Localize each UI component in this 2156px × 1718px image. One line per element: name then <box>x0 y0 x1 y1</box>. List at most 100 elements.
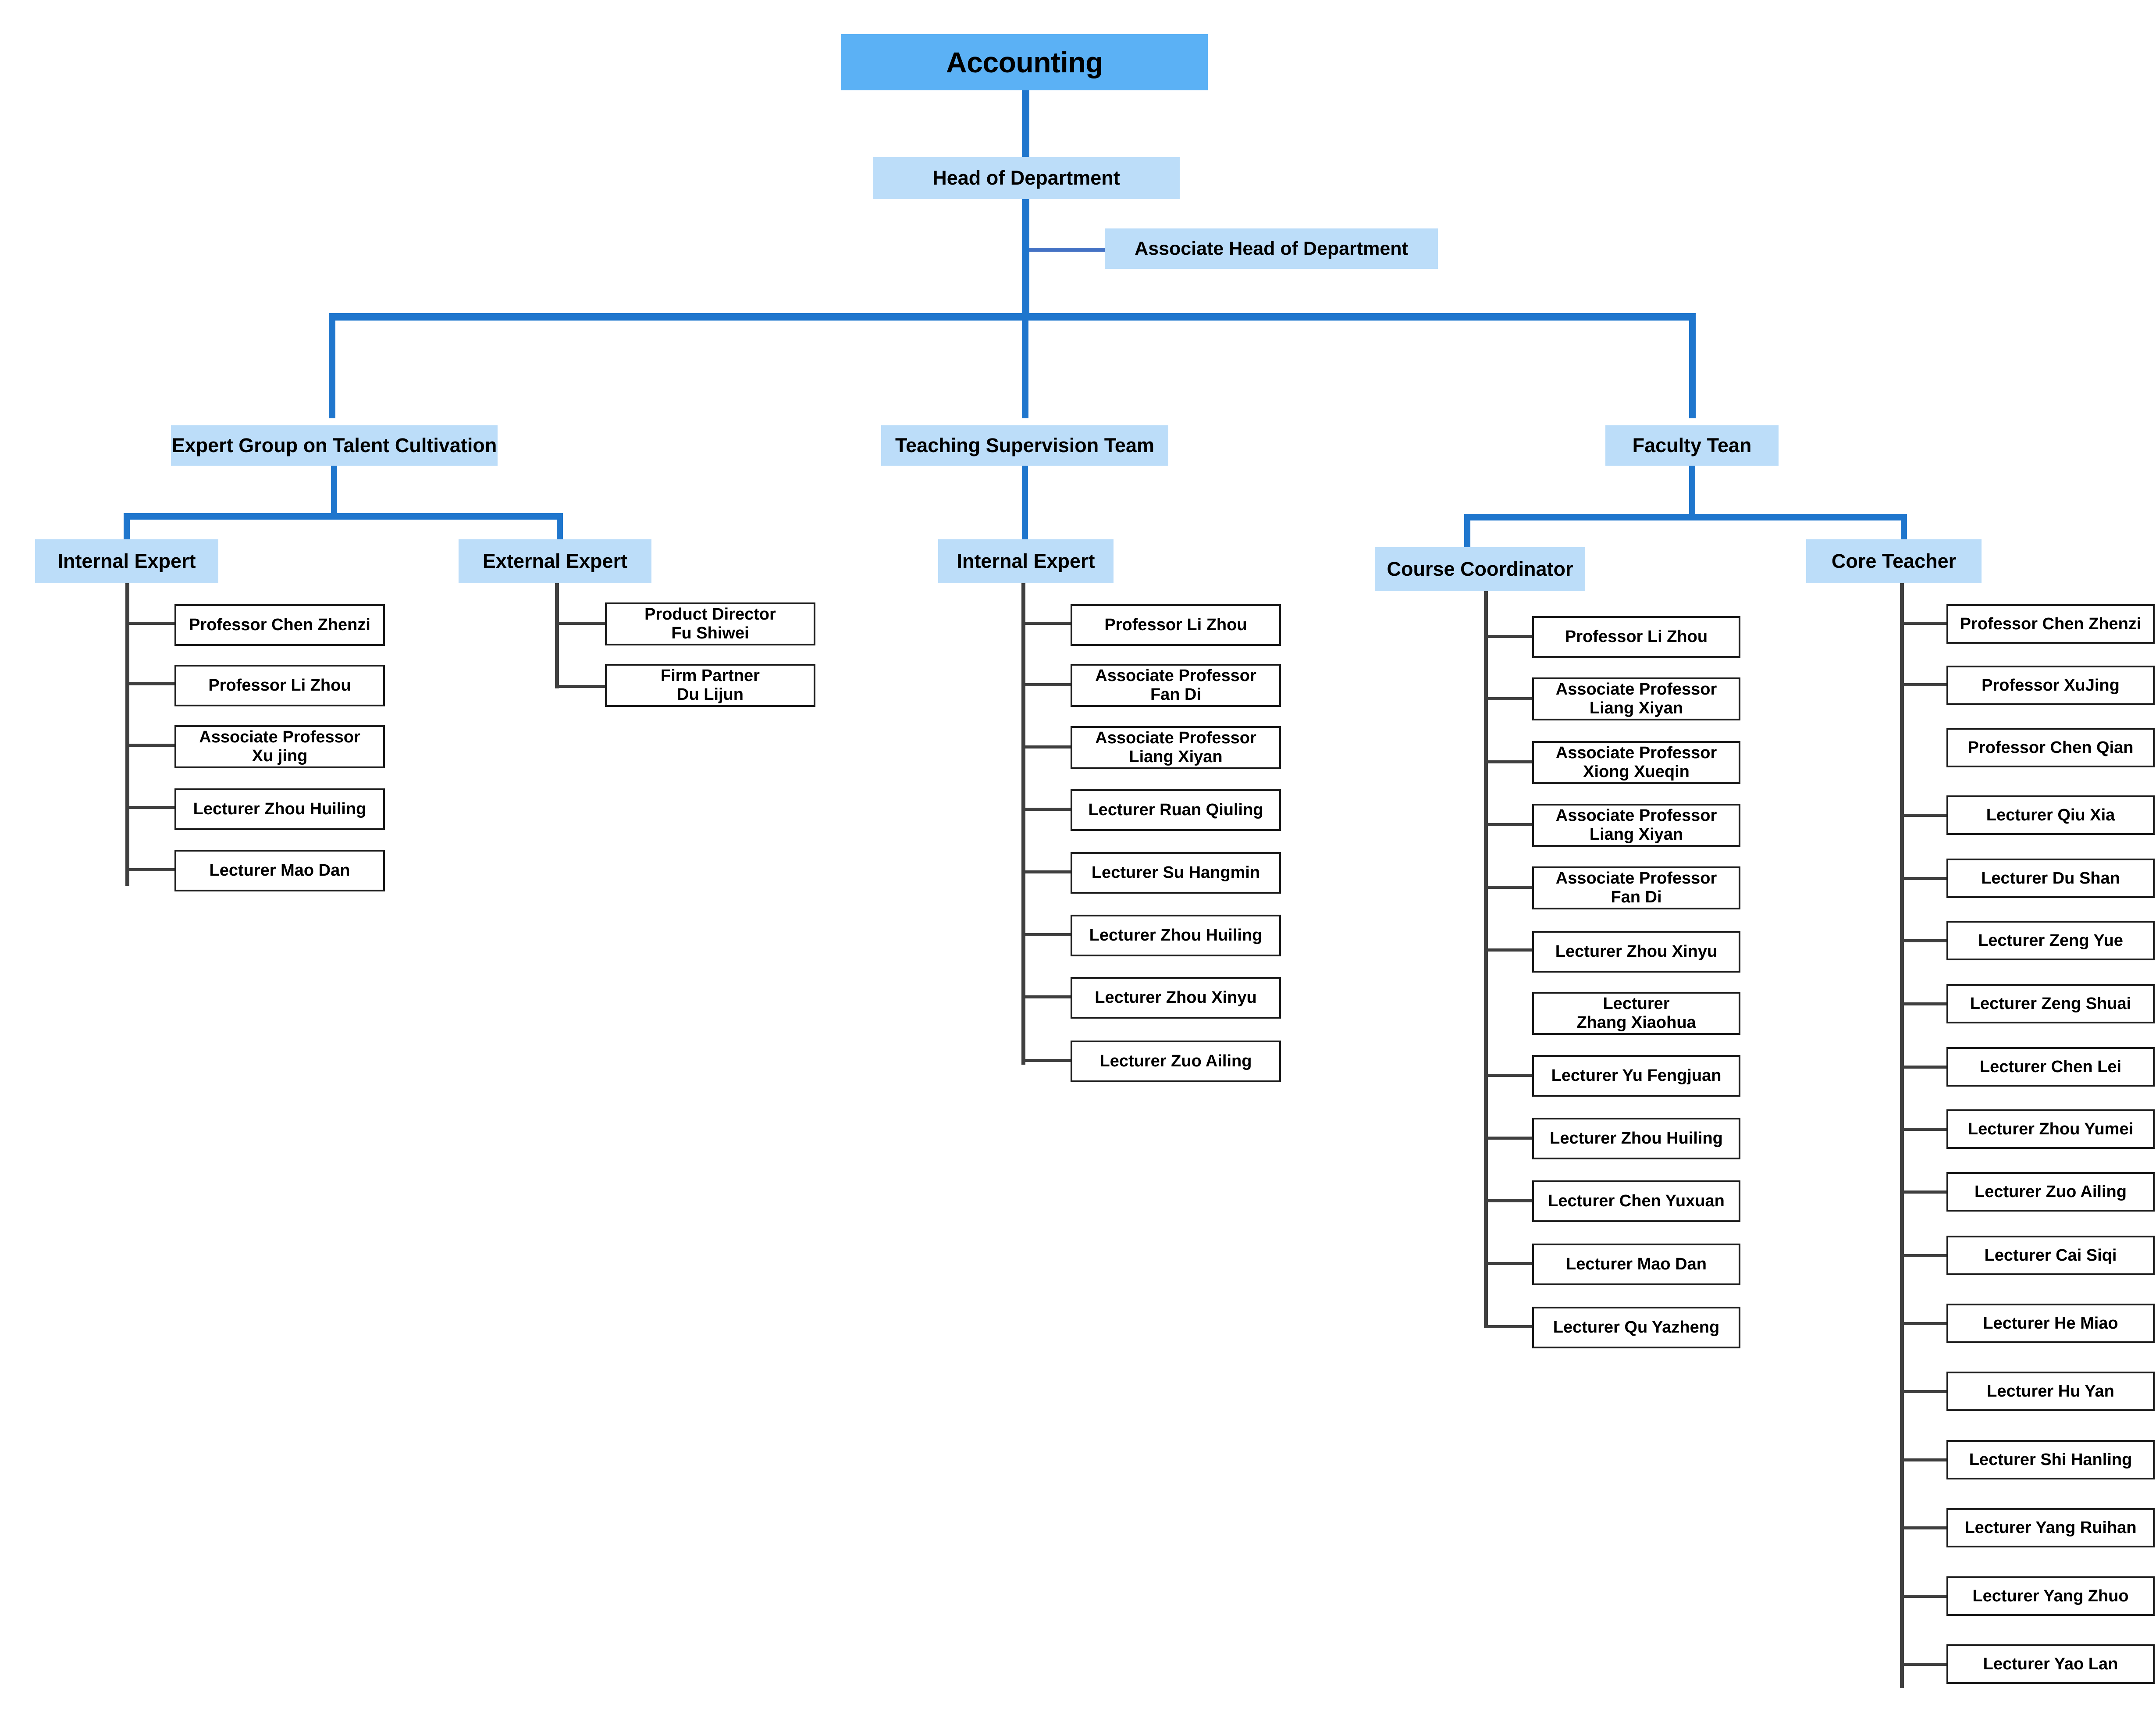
leaf-node[interactable]: Lecturer Shi Hanling <box>1946 1440 2155 1479</box>
node-head-of-department[interactable]: Head of Department <box>873 157 1180 199</box>
leaf-node[interactable]: Lecturer Mao Dan <box>174 850 385 891</box>
connector-leaf-tick <box>1021 622 1074 625</box>
root-node-accounting[interactable]: Accounting <box>841 34 1208 90</box>
connector-leaf-tick <box>1900 1254 1949 1257</box>
leaf-node[interactable]: Professor Li Zhou <box>174 665 385 706</box>
leaf-label: Professor Li Zhou <box>1104 616 1247 634</box>
leaf-node[interactable]: Associate Professor Liang Xiyan <box>1532 677 1740 720</box>
leaf-node[interactable]: Associate Professor Liang Xiyan <box>1071 726 1281 769</box>
connector-leaf-tick <box>555 622 608 625</box>
leaf-node[interactable]: Lecturer Zhou Xinyu <box>1071 977 1281 1019</box>
leaf-label: Lecturer Chen Lei <box>1979 1057 2122 1076</box>
leaf-label-line2: Liang Xiyan <box>1589 825 1683 844</box>
leaf-node[interactable]: Lecturer Qiu Xia <box>1946 795 2155 835</box>
connector-leaf-tick <box>1900 1322 1949 1325</box>
leaf-label: Lecturer Chen Yuxuan <box>1548 1192 1725 1211</box>
connector-drop-teaching-supervision <box>1022 313 1028 418</box>
node-internal-expert-supervision[interactable]: Internal Expert <box>938 539 1114 583</box>
leaf-label: Associate Professor <box>1555 806 1717 825</box>
leaf-node[interactable]: Associate Professor Liang Xiyan <box>1532 804 1740 847</box>
connector-faculty-tean-spine <box>1689 466 1695 517</box>
leaf-node[interactable]: Lecturer Zuo Ailing <box>1946 1172 2155 1212</box>
leaf-node[interactable]: Lecturer Hu Yan <box>1946 1372 2155 1411</box>
leaf-node[interactable]: Lecturer Zhou Huiling <box>174 788 385 830</box>
connector-leaf-tick <box>1021 933 1074 936</box>
connector-core-teacher-rail <box>1900 583 1904 1688</box>
leaf-node[interactable]: Professor Li Zhou <box>1532 616 1740 658</box>
leaf-node[interactable]: Lecturer Zuo Ailing <box>1071 1041 1281 1082</box>
leaf-node[interactable]: Associate Professor Fan Di <box>1071 664 1281 707</box>
leaf-node[interactable]: Associate Professor Xiong Xueqin <box>1532 741 1740 784</box>
leaf-node[interactable]: Associate Professor Fan Di <box>1532 866 1740 909</box>
leaf-node[interactable]: Lecturer Cai Siqi <box>1946 1236 2155 1275</box>
leaf-node[interactable]: Lecturer Yang Ruihan <box>1946 1508 2155 1547</box>
leaf-label: Lecturer Zhou Huiling <box>1089 926 1263 945</box>
connector-leaf-tick <box>1484 760 1536 763</box>
leaf-node[interactable]: Lecturer Zhou Huiling <box>1532 1118 1740 1159</box>
leaf-node[interactable]: Lecturer Zhou Yumei <box>1946 1109 2155 1149</box>
leaf-node[interactable]: Professor XuJing <box>1946 666 2155 705</box>
connector-drop-expert-group <box>329 313 335 418</box>
node-faculty-tean[interactable]: Faculty Tean <box>1605 425 1779 466</box>
leaf-node[interactable]: Professor Chen Qian <box>1946 728 2155 767</box>
leaf-node[interactable]: Lecturer Chen Yuxuan <box>1532 1180 1740 1222</box>
connector-leaf-tick <box>1900 1663 1949 1666</box>
connector-leaf-tick <box>1900 1526 1949 1529</box>
leaf-node[interactable]: Lecturer Zhang Xiaohua <box>1532 992 1740 1035</box>
leaf-node[interactable]: Lecturer He Miao <box>1946 1304 2155 1343</box>
node-external-expert[interactable]: External Expert <box>459 539 651 583</box>
connector-leaf-tick <box>1484 886 1536 889</box>
connector-leaf-tick <box>1021 745 1074 749</box>
leaf-node[interactable]: Lecturer Zeng Shuai <box>1946 984 2155 1023</box>
course-coordinator-label: Course Coordinator <box>1387 558 1573 580</box>
leaf-node[interactable]: Lecturer Mao Dan <box>1532 1244 1740 1285</box>
node-expert-group-on-talent-cultivation[interactable]: Expert Group on Talent Cultivation <box>171 425 498 466</box>
connector-leaf-tick <box>1900 1390 1949 1393</box>
associate-head-of-department-label: Associate Head of Department <box>1135 238 1408 259</box>
leaf-node[interactable]: Professor Chen Zhenzi <box>1946 604 2155 644</box>
connector-internal-expert-supervision-rail <box>1021 583 1025 1065</box>
leaf-label: Lecturer Yang Zhuo <box>1972 1586 2129 1605</box>
leaf-node[interactable]: Lecturer Qu Yazheng <box>1532 1307 1740 1348</box>
connector-root-to-head <box>1022 90 1029 157</box>
leaf-label-line2: Liang Xiyan <box>1129 748 1223 766</box>
leaf-node[interactable]: Professor Chen Zhenzi <box>174 604 385 646</box>
leaf-label: Professor Chen Zhenzi <box>189 616 370 634</box>
leaf-node[interactable]: Associate Professor Xu jing <box>174 725 385 768</box>
connector-leaf-tick <box>1900 814 1949 817</box>
node-teaching-supervision-team[interactable]: Teaching Supervision Team <box>881 425 1168 466</box>
leaf-label-line2: Fan Di <box>1150 685 1202 704</box>
leaf-node[interactable]: Firm Partner Du Lijun <box>605 664 815 707</box>
leaf-node[interactable]: Lecturer Yao Lan <box>1946 1644 2155 1684</box>
node-internal-expert-talent[interactable]: Internal Expert <box>35 539 218 583</box>
leaf-label: Associate Professor <box>1555 869 1717 888</box>
leaf-node[interactable]: Lecturer Su Hangmin <box>1071 852 1281 894</box>
leaf-node[interactable]: Lecturer Chen Lei <box>1946 1047 2155 1087</box>
leaf-label: Lecturer Zhou Huiling <box>1550 1129 1723 1148</box>
leaf-label: Lecturer Yu Fengjuan <box>1551 1066 1722 1085</box>
connector-leaf-tick <box>1484 635 1536 638</box>
connector-leaf-tick <box>1900 939 1949 942</box>
leaf-node[interactable]: Lecturer Zhou Xinyu <box>1532 931 1740 973</box>
connector-drop-course-coordinator <box>1464 514 1470 554</box>
leaf-label: Lecturer <box>1603 994 1670 1013</box>
connector-leaf-tick <box>1900 877 1949 880</box>
leaf-node[interactable]: Professor Li Zhou <box>1071 604 1281 646</box>
leaf-label-line2: Fan Di <box>1611 888 1662 906</box>
connector-leaf-tick <box>1900 1066 1949 1069</box>
node-core-teacher[interactable]: Core Teacher <box>1806 539 1982 583</box>
connector-leaf-tick <box>1021 808 1074 811</box>
leaf-node[interactable]: Lecturer Yu Fengjuan <box>1532 1055 1740 1097</box>
leaf-node[interactable]: Product Director Fu Shiwei <box>605 602 815 645</box>
connector-leaf-tick <box>1021 995 1074 998</box>
node-associate-head-of-department[interactable]: Associate Head of Department <box>1105 228 1438 269</box>
leaf-node[interactable]: Lecturer Ruan Qiuling <box>1071 789 1281 831</box>
node-course-coordinator[interactable]: Course Coordinator <box>1375 547 1585 591</box>
connector-leaf-tick <box>1484 1074 1536 1077</box>
root-node-label: Accounting <box>946 46 1103 78</box>
leaf-node[interactable]: Lecturer Du Shan <box>1946 859 2155 898</box>
leaf-node[interactable]: Lecturer Zeng Yue <box>1946 921 2155 960</box>
connector-leaf-tick <box>1021 1059 1074 1062</box>
leaf-node[interactable]: Lecturer Yang Zhuo <box>1946 1576 2155 1616</box>
leaf-node[interactable]: Lecturer Zhou Huiling <box>1071 915 1281 956</box>
